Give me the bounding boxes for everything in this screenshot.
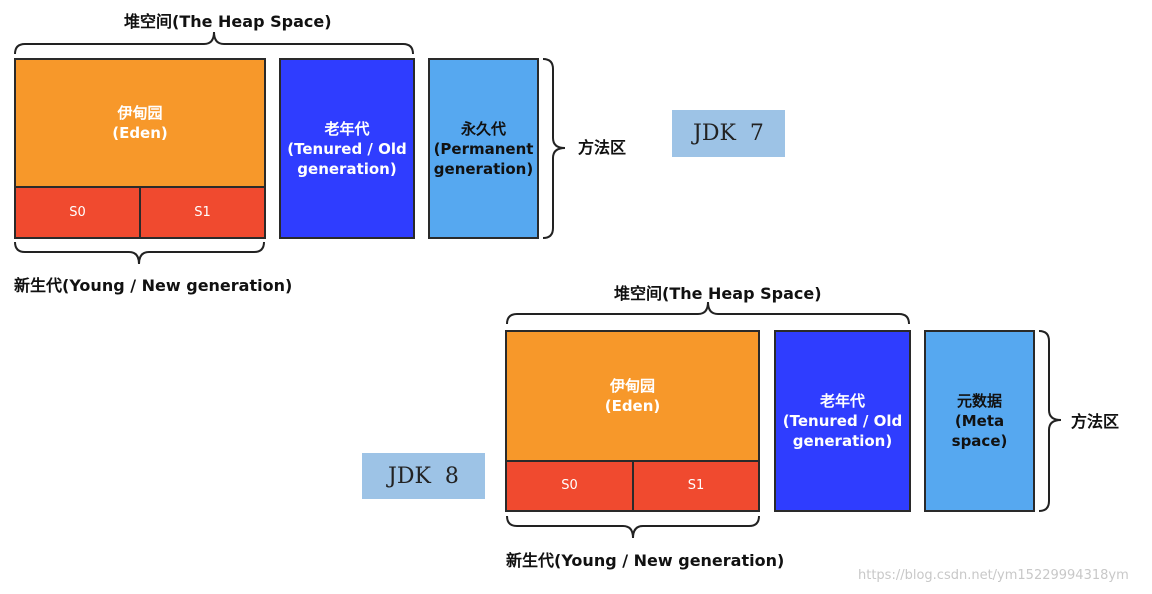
jdk7-permanent-generation-label: 永久代 (Permanent generation): [433, 119, 534, 178]
jdk8-heap-space-label: 堆空间(The Heap Space): [614, 284, 822, 303]
jdk8-survivor-s1-box: S1: [632, 460, 760, 512]
jdk7-survivor-s0-box: S0: [14, 186, 141, 239]
jdk8-eden-label: 伊甸园 (Eden): [604, 377, 661, 415]
jdk8-method-area-brace-icon: [1038, 330, 1062, 512]
jdk7-heap-brace-icon: [14, 31, 414, 55]
jdk8-method-area-label: 方法区: [1071, 412, 1120, 431]
jdk7-survivor-s1-box: S1: [139, 186, 266, 239]
jdk7-method-area-brace-icon: [542, 58, 566, 239]
jdk8-meta-space-box: 元数据 (Meta space): [924, 330, 1035, 512]
jdk8-s0-label: S0: [561, 478, 578, 493]
jdk7-method-area-label: 方法区: [578, 138, 627, 157]
watermark: https://blog.csdn.net/ym15229994318ym: [858, 568, 1129, 583]
jdk7-s1-label: S1: [194, 204, 211, 220]
jdk8-young-generation-label: 新生代(Young / New generation): [506, 551, 785, 570]
jdk7-s0-label: S0: [69, 204, 86, 220]
jdk7-old-generation-box: 老年代 (Tenured / Old generation): [279, 58, 415, 239]
jdk7-young-generation-label: 新生代(Young / New generation): [14, 276, 293, 295]
jdk7-young-brace-icon: [14, 241, 265, 265]
jdk8-s1-label: S1: [687, 478, 705, 493]
jdk7-permanent-generation-box: 永久代 (Permanent generation): [428, 58, 539, 239]
jdk8-heap-brace-icon: [506, 301, 910, 325]
jdk7-heap-space-label: 堆空间(The Heap Space): [124, 12, 332, 31]
jdk8-old-generation-label: 老年代 (Tenured / Old generation): [782, 392, 903, 450]
jdk8-eden-box: 伊甸园 (Eden): [505, 330, 760, 462]
jdk7-eden-box: 伊甸园 (Eden): [14, 58, 266, 188]
jdk7-eden-label: 伊甸园 (Eden): [112, 104, 168, 142]
jdk8-old-generation-box: 老年代 (Tenured / Old generation): [774, 330, 911, 512]
jdk8-version-label: JDK 8: [362, 453, 485, 499]
jdk8-meta-space-label: 元数据 (Meta space): [951, 392, 1008, 450]
jdk8-young-brace-icon: [506, 515, 760, 539]
jdk8-survivor-s0-box: S0: [505, 460, 634, 512]
jdk7-old-generation-label: 老年代 (Tenured / Old generation): [287, 119, 407, 178]
jdk7-version-label: JDK 7: [672, 110, 785, 157]
